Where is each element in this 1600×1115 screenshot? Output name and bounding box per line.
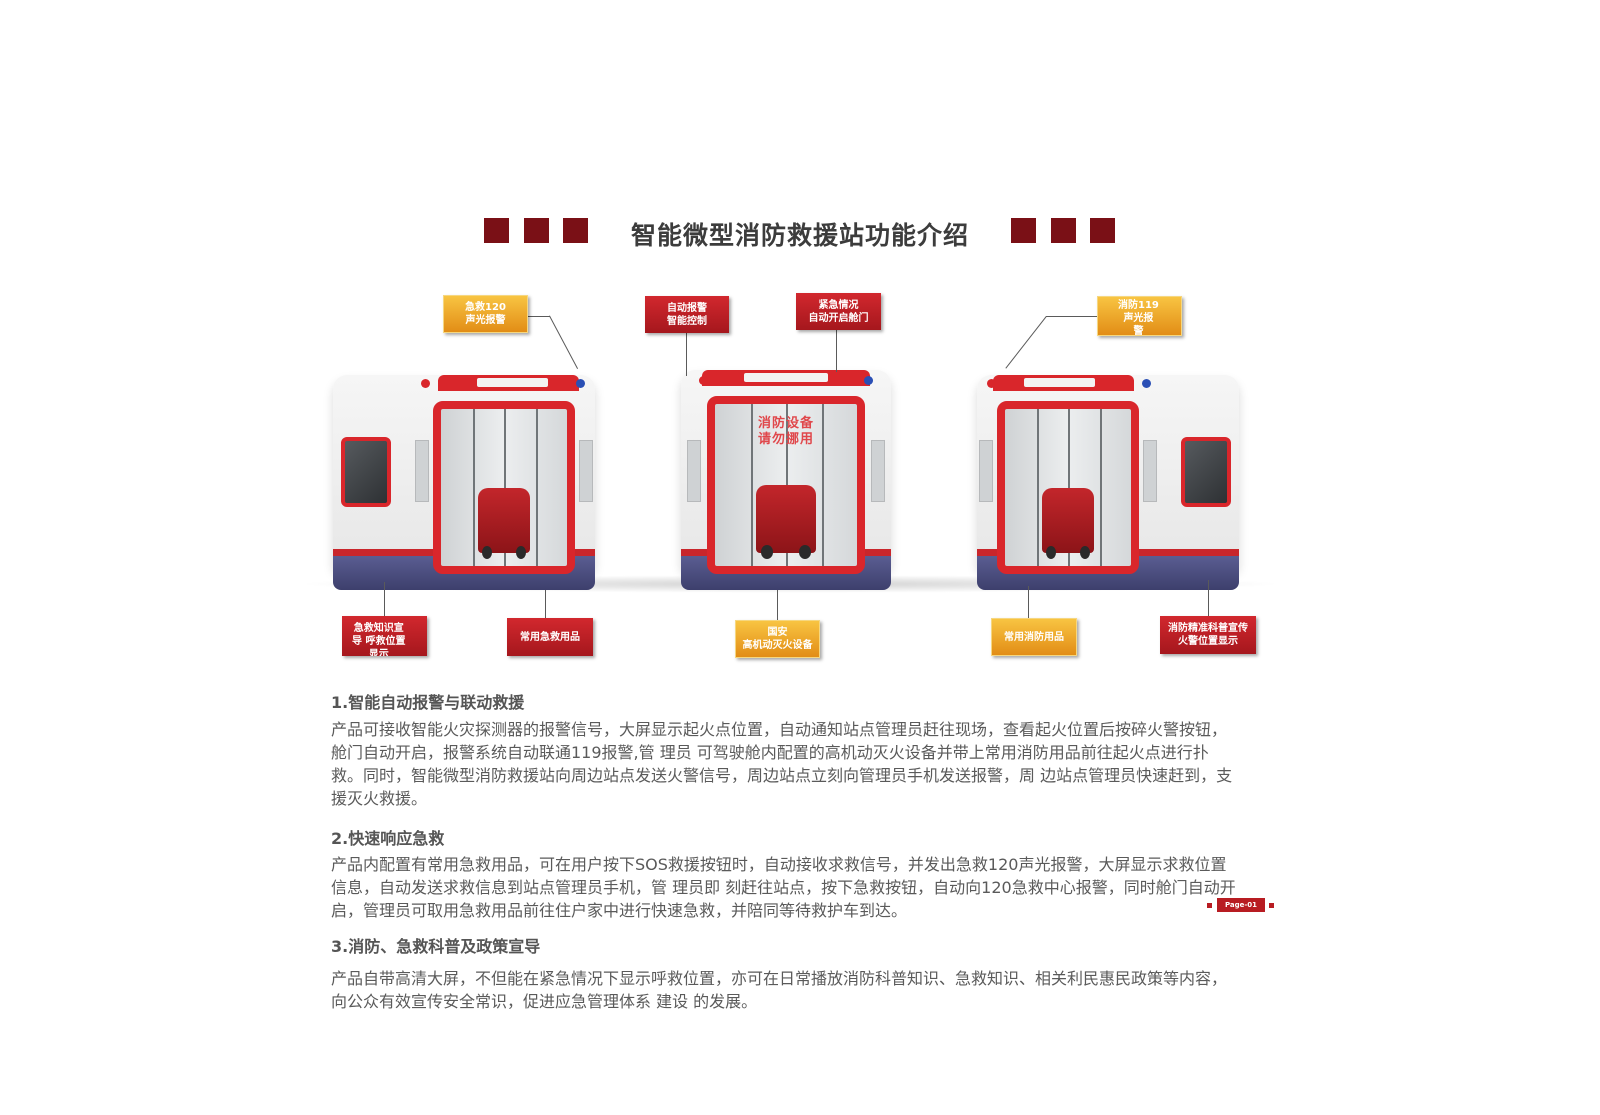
- door-sign: 消防设备 请勿挪用: [757, 416, 814, 447]
- callout-first-aid-info: 急救知识宣 导 呼救位置 显示: [342, 616, 427, 656]
- callout-leader-line: [528, 316, 550, 317]
- callout-auto-alarm: 自动报警 智能控制: [645, 296, 729, 333]
- callout-fire-equipment: 国安 高机动灭火设备: [735, 620, 820, 658]
- fire-vehicle: [477, 487, 531, 560]
- side-panel: [1143, 440, 1157, 502]
- page-marker-dot: [1207, 903, 1212, 908]
- alarm-light-icon: [699, 376, 708, 385]
- page-marker-dot: [1269, 903, 1274, 908]
- section-body: 产品可接收智能火灾探测器的报警信号，大屏显示起火点位置，自动通知站点管理员赶往现…: [331, 720, 1233, 808]
- callout-leader-line: [836, 330, 837, 372]
- title-decor-square: [1051, 218, 1076, 243]
- display-screen: [1181, 437, 1231, 507]
- alarm-light-icon: [1142, 379, 1151, 388]
- station-front-view: 消防设备 请勿挪用: [681, 370, 891, 590]
- section-heading: 2.快速响应急救: [331, 829, 445, 848]
- alarm-light-icon: [864, 376, 873, 385]
- alarm-light-icon: [576, 379, 585, 388]
- callout-fire-education: 消防精准科普宣传 火警位置显示: [1160, 616, 1256, 654]
- fire-vehicle: [756, 485, 816, 560]
- station-left-view: [333, 375, 595, 590]
- title-decor-square: [524, 218, 549, 243]
- station-right-view: [977, 375, 1239, 590]
- alarm-light-icon: [987, 379, 996, 388]
- callout-leader-line: [1028, 586, 1029, 618]
- side-panel: [415, 440, 429, 502]
- title-decor-square: [1090, 218, 1115, 243]
- callout-fire-alarm: 消防119 声光报 警: [1097, 296, 1182, 336]
- alarm-light-icon: [421, 379, 430, 388]
- callout-leader-line: [1046, 316, 1098, 317]
- side-panel: [687, 440, 701, 502]
- callout-first-aid-supplies: 常用急救用品: [507, 618, 593, 656]
- side-panel: [979, 440, 993, 502]
- title-decor-square: [563, 218, 588, 243]
- callout-leader-line: [686, 332, 687, 376]
- section-body: 产品自带高清大屏，不但能在紧急情况下显示呼救位置，亦可在日常播放消防科普知识、急…: [331, 969, 1228, 1011]
- section-heading: 3.消防、急救科普及政策宣导: [331, 937, 541, 956]
- callout-fire-supplies: 常用消防用品: [991, 618, 1077, 656]
- callout-leader-line: [777, 590, 778, 620]
- callout-leader-line: [545, 590, 546, 618]
- callout-ambulance-alarm: 急救120 声光报警: [443, 295, 528, 333]
- page-number: Page-01: [1217, 898, 1265, 912]
- callout-leader-line: [1208, 580, 1209, 616]
- side-panel: [579, 440, 593, 502]
- page-title: 智能微型消防救援站功能介绍: [630, 221, 969, 250]
- section-body: 产品内配置有常用急救用品，可在用户按下SOS救援按钮时，自动接收求救信号，并发出…: [331, 855, 1236, 920]
- fire-vehicle: [1041, 487, 1095, 560]
- section-heading: 1.智能自动报警与联动救援: [331, 693, 525, 712]
- title-decor-square: [484, 218, 509, 243]
- title-decor-square: [1011, 218, 1036, 243]
- callout-leader-line: [384, 582, 385, 616]
- product-illustration: 消防设备 请勿挪用: [295, 280, 1285, 670]
- display-screen: [341, 437, 391, 507]
- side-panel: [871, 440, 885, 502]
- callout-auto-door: 紧急情况 自动开启舱门: [796, 293, 881, 330]
